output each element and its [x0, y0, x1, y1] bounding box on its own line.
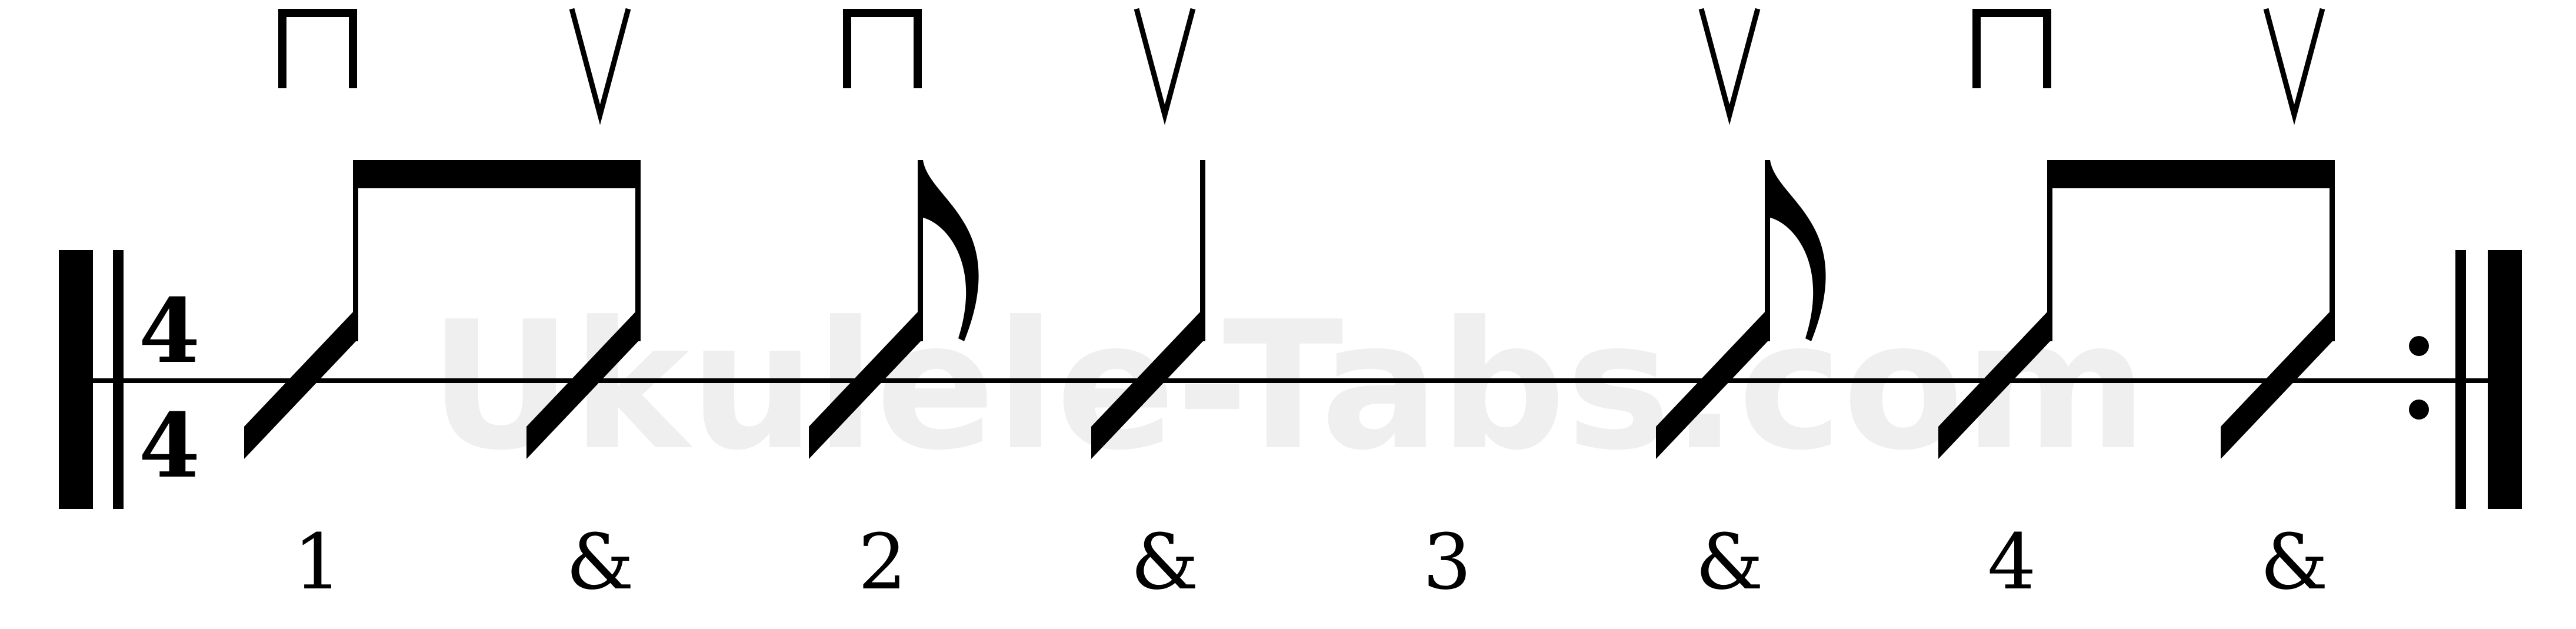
count-label: &	[1131, 517, 1199, 607]
beat-2: &	[526, 8, 641, 607]
note-stem	[2330, 160, 2335, 341]
eighth-flag	[1770, 160, 1826, 341]
slash-notehead	[1656, 309, 1768, 459]
repeat-dot-top	[2409, 336, 2429, 356]
note-stem	[635, 160, 641, 341]
note-stem	[2047, 160, 2052, 341]
beat-5: 3	[1423, 517, 1472, 607]
slash-notehead	[1091, 309, 1203, 459]
downstroke-icon	[1972, 9, 2051, 88]
note-stem	[353, 160, 358, 341]
slash-notehead	[244, 309, 356, 459]
upstroke-icon	[2263, 8, 2325, 125]
time-signature-bottom: 4	[139, 394, 200, 498]
note-stem	[1765, 160, 1770, 341]
time-signature-top: 4	[139, 279, 200, 383]
end-repeat-barline	[2409, 250, 2522, 509]
beat-6: &	[1656, 8, 1826, 607]
beat-layer: 1 & 2 & 3 & 4 &	[244, 8, 2335, 607]
time-signature: 4 4	[139, 279, 200, 498]
count-label: 2	[858, 517, 907, 607]
beam	[353, 160, 641, 188]
slash-notehead	[809, 309, 921, 459]
count-label: 3	[1423, 517, 1472, 607]
downstroke-icon	[843, 9, 922, 88]
beat-8: &	[2221, 8, 2335, 607]
slash-notehead	[1938, 309, 2050, 459]
upstroke-icon	[569, 8, 631, 125]
count-label: 4	[1988, 517, 2037, 607]
note-stem	[918, 160, 923, 341]
count-label: 1	[294, 517, 342, 607]
count-label: &	[2260, 517, 2328, 607]
beat-1: 1	[244, 9, 358, 607]
repeat-dot-bottom	[2409, 400, 2429, 420]
count-label: &	[1695, 517, 1764, 607]
beat-3: 2	[809, 9, 979, 607]
beam	[2047, 160, 2335, 188]
downstroke-icon	[278, 9, 357, 88]
upstroke-icon	[1698, 8, 1761, 125]
count-label: &	[566, 517, 634, 607]
eighth-flag	[923, 160, 979, 341]
slash-notehead	[526, 309, 638, 459]
upstroke-icon	[1134, 8, 1196, 125]
slash-notehead	[2221, 309, 2332, 459]
start-barline	[59, 250, 124, 509]
watermark-text: Ukulele-Tabs.com	[429, 284, 2148, 489]
beat-7: 4	[1938, 9, 2052, 607]
note-stem	[1200, 160, 1205, 341]
beat-4: &	[1091, 8, 1205, 607]
